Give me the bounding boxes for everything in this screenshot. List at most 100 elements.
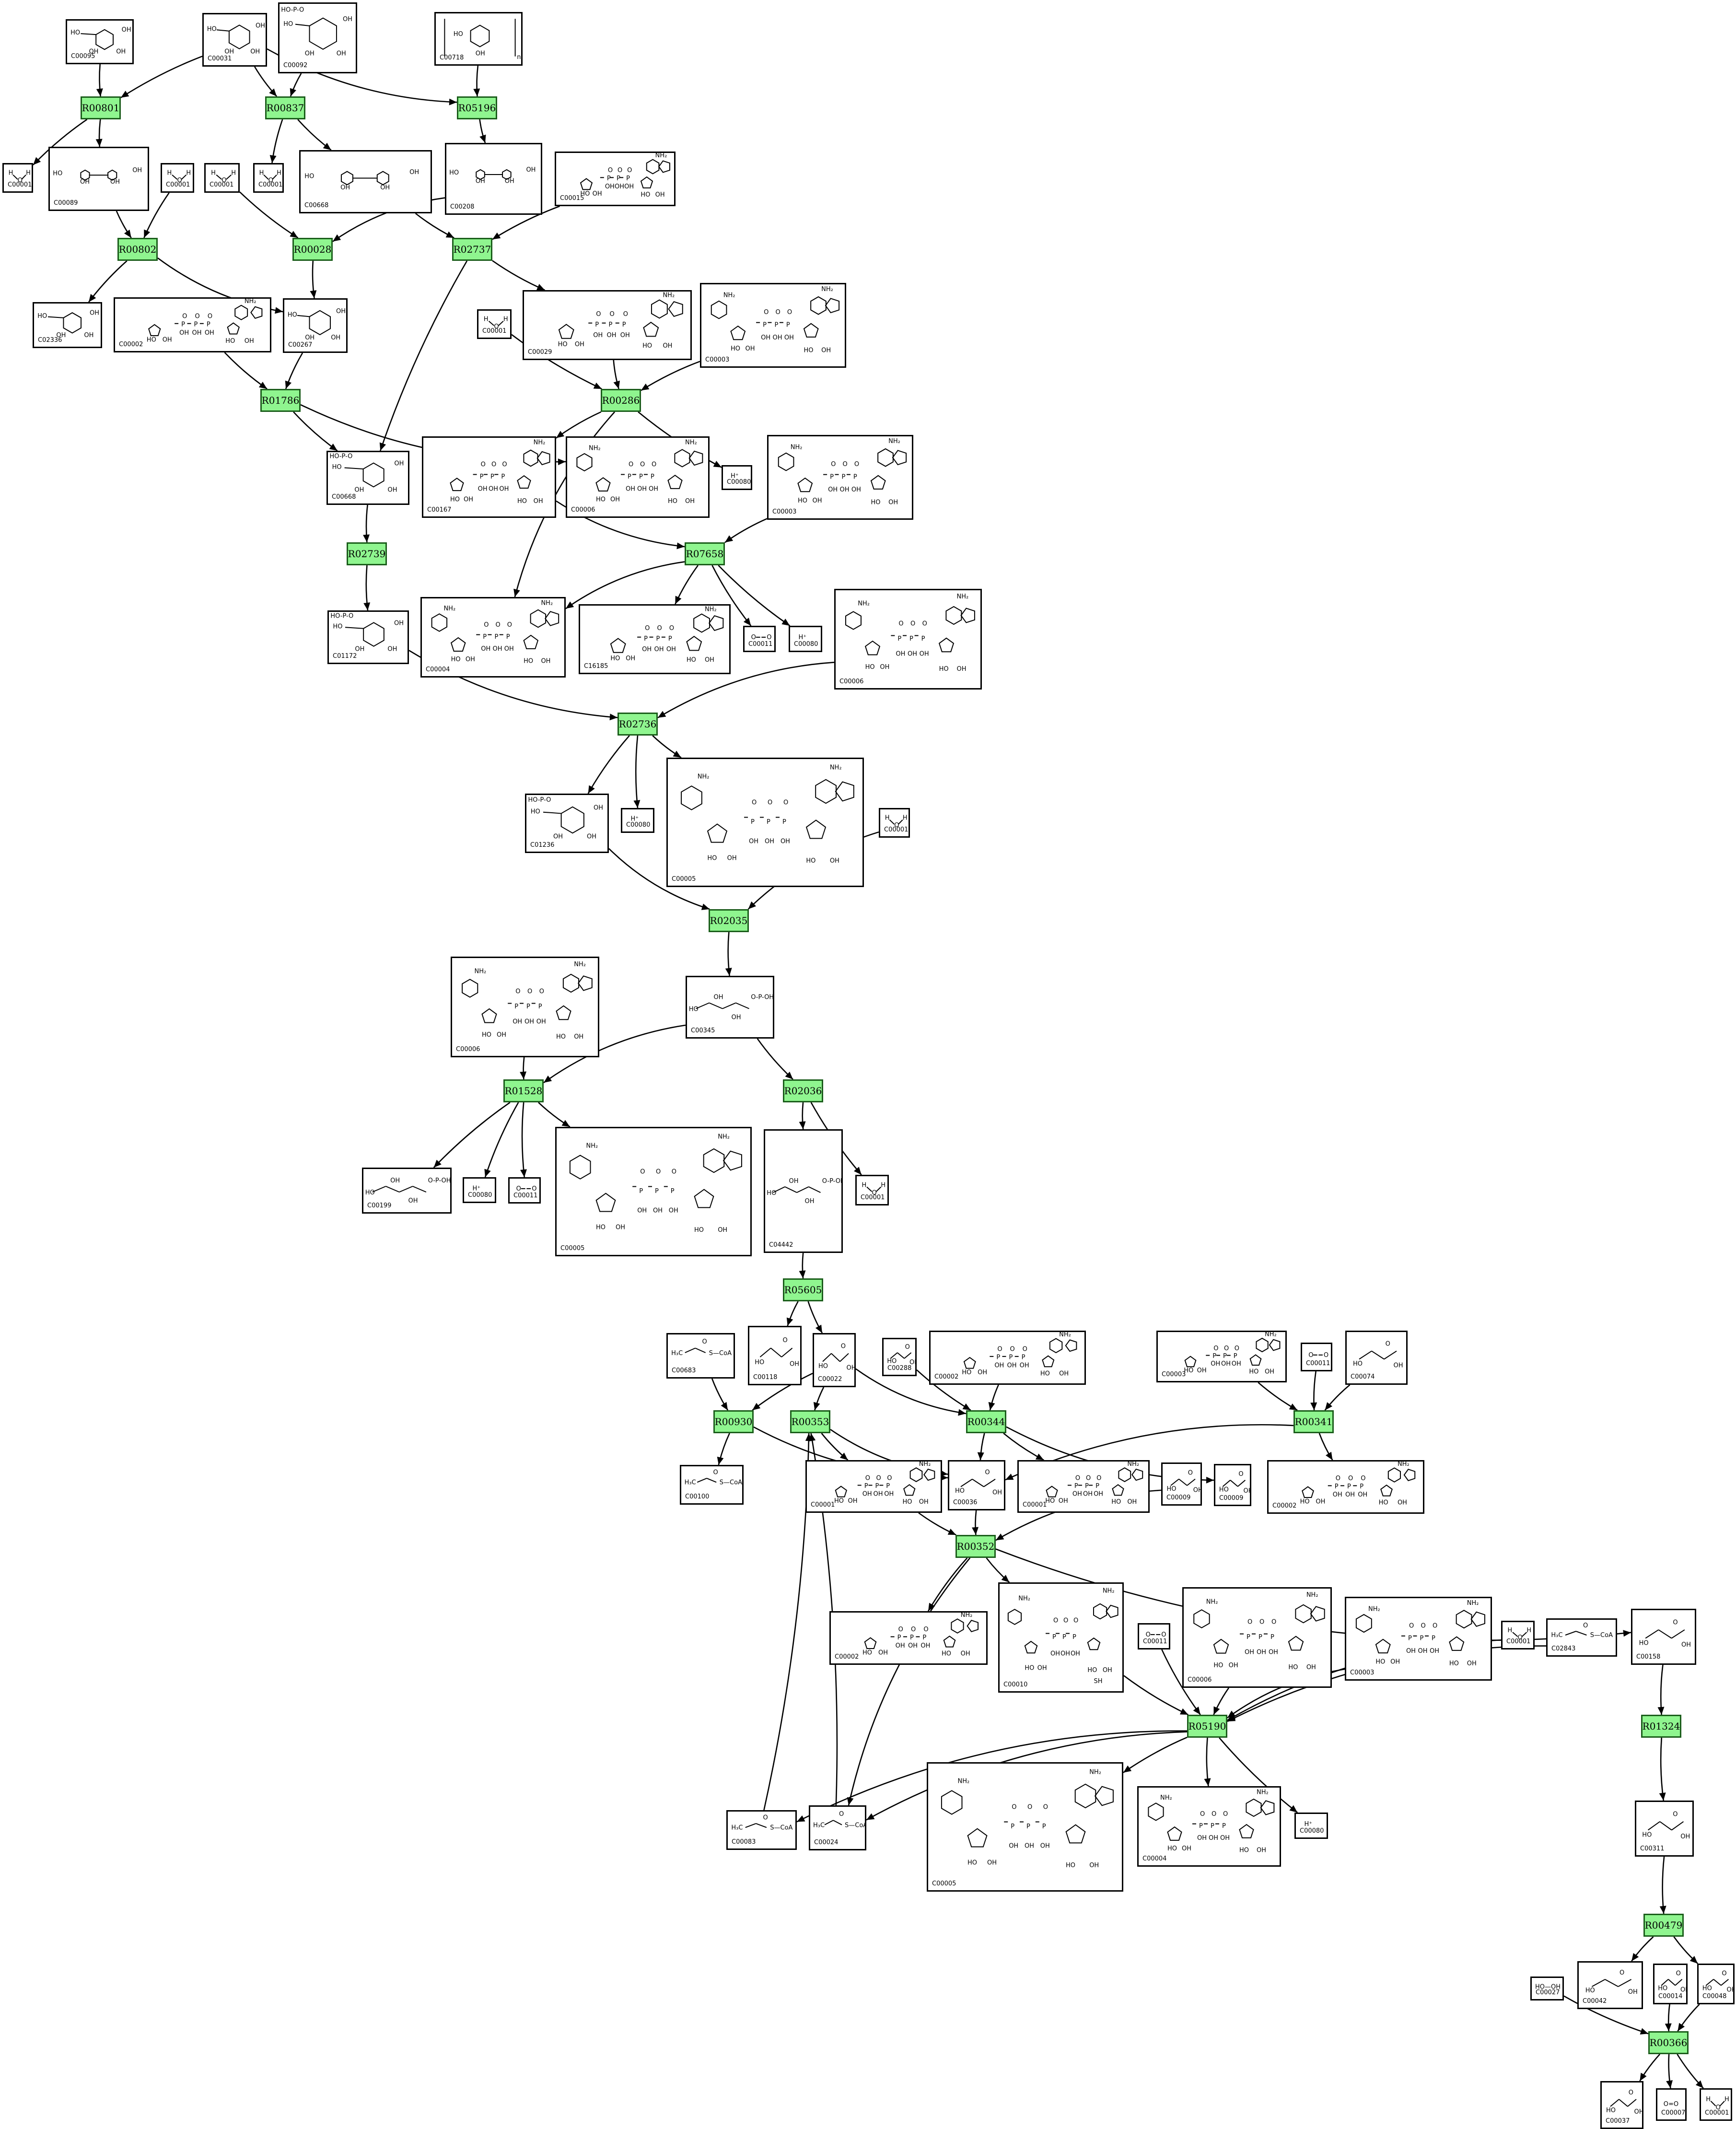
compound-node[interactable]: H⁺C00080 [621, 808, 654, 833]
compound-node[interactable]: HOOOHC00048 [1697, 1964, 1735, 2004]
reaction-node[interactable]: R00930 [713, 1410, 754, 1433]
reaction-node[interactable]: R02737 [452, 238, 492, 261]
reaction-node[interactable]: R07658 [685, 542, 725, 565]
reaction-node[interactable]: R00479 [1643, 1914, 1684, 1937]
reaction-node[interactable]: R00353 [790, 1410, 830, 1433]
compound-node[interactable]: H⁺C00080 [1294, 1813, 1328, 1839]
reaction-node[interactable]: R01786 [260, 389, 301, 412]
reaction-node[interactable]: R02736 [618, 713, 658, 736]
compound-node[interactable]: H⁺C00080 [463, 1177, 496, 1203]
reaction-node[interactable]: R05190 [1187, 1715, 1227, 1738]
reaction-node[interactable]: R00341 [1293, 1410, 1334, 1433]
reaction-node[interactable]: R02035 [709, 909, 749, 932]
reaction-node[interactable]: R00352 [955, 1535, 996, 1558]
reaction-node[interactable]: R00344 [966, 1410, 1006, 1433]
compound-node[interactable]: HOOOHC00288 [882, 1338, 917, 1376]
compound-node[interactable]: H⁺C00080 [722, 465, 752, 490]
reaction-node[interactable]: R01324 [1641, 1715, 1681, 1738]
reaction-node[interactable]: R05605 [783, 1278, 823, 1301]
reaction-node[interactable]: R00837 [265, 96, 305, 119]
reaction-node[interactable]: R02036 [783, 1079, 823, 1102]
reaction-node[interactable]: R00286 [601, 389, 641, 412]
reaction-node[interactable]: R01528 [503, 1079, 544, 1102]
reaction-node[interactable]: R00801 [81, 96, 121, 119]
compound-node[interactable]: HOOOHC00014 [1653, 1964, 1688, 2004]
reaction-node[interactable]: R00366 [1648, 2031, 1689, 2054]
reaction-node[interactable]: R05196 [457, 96, 497, 119]
compound-node[interactable]: H⁺C00080 [789, 626, 822, 652]
reaction-node[interactable]: R00028 [292, 238, 333, 261]
reaction-node[interactable]: R00802 [117, 238, 158, 261]
